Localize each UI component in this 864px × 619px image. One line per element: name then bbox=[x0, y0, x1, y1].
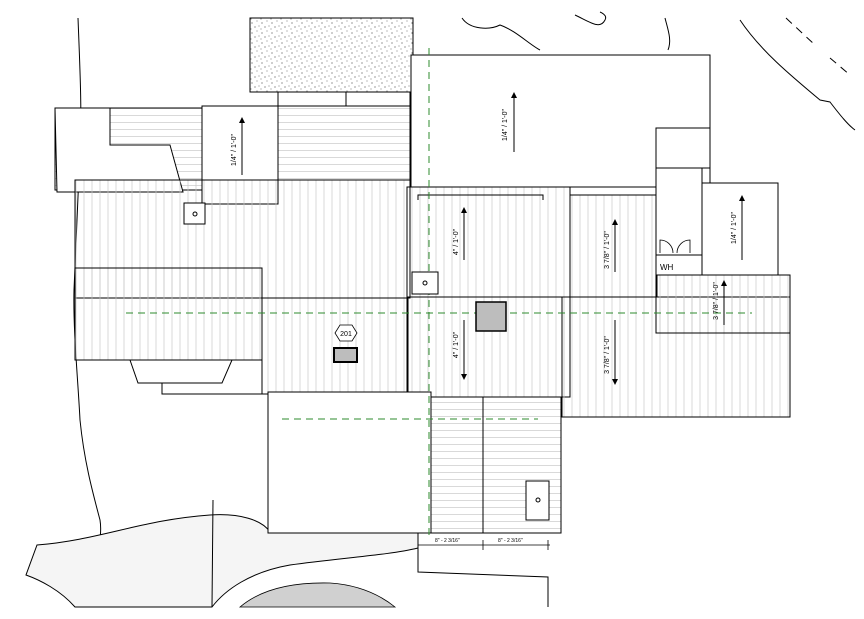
garage-slab-left bbox=[430, 396, 484, 534]
lower-left-bay bbox=[129, 359, 233, 384]
right-roof-upper bbox=[569, 194, 658, 298]
far-right-roof bbox=[655, 274, 791, 334]
roof-drain-icon bbox=[525, 480, 550, 521]
far-right-box bbox=[701, 182, 779, 276]
walkway-strip bbox=[277, 105, 411, 181]
slope-label: 3 7/8" / 1'-0" bbox=[604, 231, 611, 269]
roof-drain-icon bbox=[411, 271, 439, 295]
dimension-label: 8" - 2 3/16" bbox=[498, 538, 523, 544]
dimension-label: 8" - 2 3/16" bbox=[435, 538, 460, 544]
water-heater-label: WH bbox=[660, 263, 674, 272]
center-left-roof bbox=[261, 297, 409, 395]
svg-text:201: 201 bbox=[340, 331, 352, 338]
slope-arrows bbox=[239, 92, 745, 385]
wall-segment bbox=[277, 91, 411, 107]
roof-hatch bbox=[333, 347, 358, 363]
slope-label: 1/4" / 1'-0" bbox=[731, 211, 738, 244]
planter-area bbox=[249, 17, 414, 93]
roof-drain-icon bbox=[183, 202, 206, 225]
slope-label: 4" / 1'-0" bbox=[453, 228, 460, 255]
slope-label: 4" / 1'-0" bbox=[453, 331, 460, 358]
upper-right-notch bbox=[655, 127, 711, 169]
slope-label: 1/4" / 1'-0" bbox=[231, 133, 238, 166]
lower-left-roof bbox=[74, 267, 263, 361]
dimension-line bbox=[417, 540, 550, 550]
slope-label: 3 7/8" / 1'-0" bbox=[604, 336, 611, 374]
double-door-icon bbox=[659, 239, 691, 254]
left-outcrop bbox=[54, 107, 184, 193]
driveway bbox=[25, 499, 549, 608]
garage-roof bbox=[267, 391, 432, 534]
skylight bbox=[475, 301, 507, 332]
room-tag: 201 bbox=[334, 324, 358, 342]
mech-closet bbox=[655, 167, 703, 276]
slope-label: 3 7/8" / 1'-0" bbox=[713, 282, 720, 320]
slope-label: 1/4" / 1'-0" bbox=[502, 108, 509, 141]
